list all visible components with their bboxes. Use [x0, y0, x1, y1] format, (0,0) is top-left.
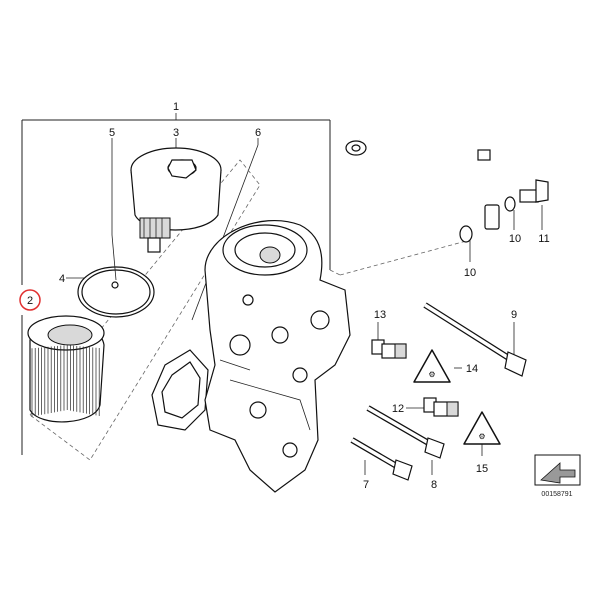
- callout-11: 11: [538, 233, 549, 245]
- callout-12: 12: [392, 403, 404, 415]
- callout-13: 13: [374, 309, 386, 321]
- callout-15: 15: [476, 463, 488, 475]
- callout-4: 4: [59, 273, 65, 285]
- callout-5: 5: [109, 127, 115, 139]
- housing-gasket: [151, 349, 209, 431]
- callout-10a: 10: [464, 267, 476, 279]
- warning-triangle-icon: ⚙: [413, 349, 451, 383]
- callout-labels: 1 2 3 4 5 6 7 8 9 10 10 11 12 13 14 15 0…: [27, 101, 573, 498]
- callout-3: 3: [173, 127, 179, 139]
- svg-text:⚙: ⚙: [478, 432, 485, 441]
- sensor-13: [371, 339, 407, 359]
- bolt-8: [366, 405, 445, 459]
- callout-6: 6: [255, 127, 261, 139]
- dashed-guides: [29, 159, 471, 461]
- banjo-bolt: [459, 179, 549, 243]
- direction-arrow-icon: [534, 454, 581, 486]
- svg-text:⚙: ⚙: [428, 370, 435, 379]
- bolt-long: [423, 302, 527, 377]
- filter-housing-cap: [130, 147, 222, 253]
- o-rings: [77, 234, 155, 318]
- callout-1: 1: [173, 101, 179, 113]
- sensor-12: [423, 397, 459, 417]
- callout-2: 2: [27, 295, 33, 307]
- callout-9: 9: [511, 309, 517, 321]
- callout-10b: 10: [509, 233, 521, 245]
- filter-element: [27, 315, 105, 423]
- highlight-ring: [19, 289, 41, 311]
- filter-housing: [204, 220, 351, 493]
- callout-14: 14: [466, 363, 478, 375]
- warning-triangle-icon: ⚙: [463, 411, 501, 445]
- oil-line: [345, 118, 500, 230]
- callout-8: 8: [431, 479, 437, 491]
- bolt-7: [350, 437, 413, 481]
- doc-number: 00158791: [541, 491, 572, 498]
- callout-7: 7: [363, 479, 369, 491]
